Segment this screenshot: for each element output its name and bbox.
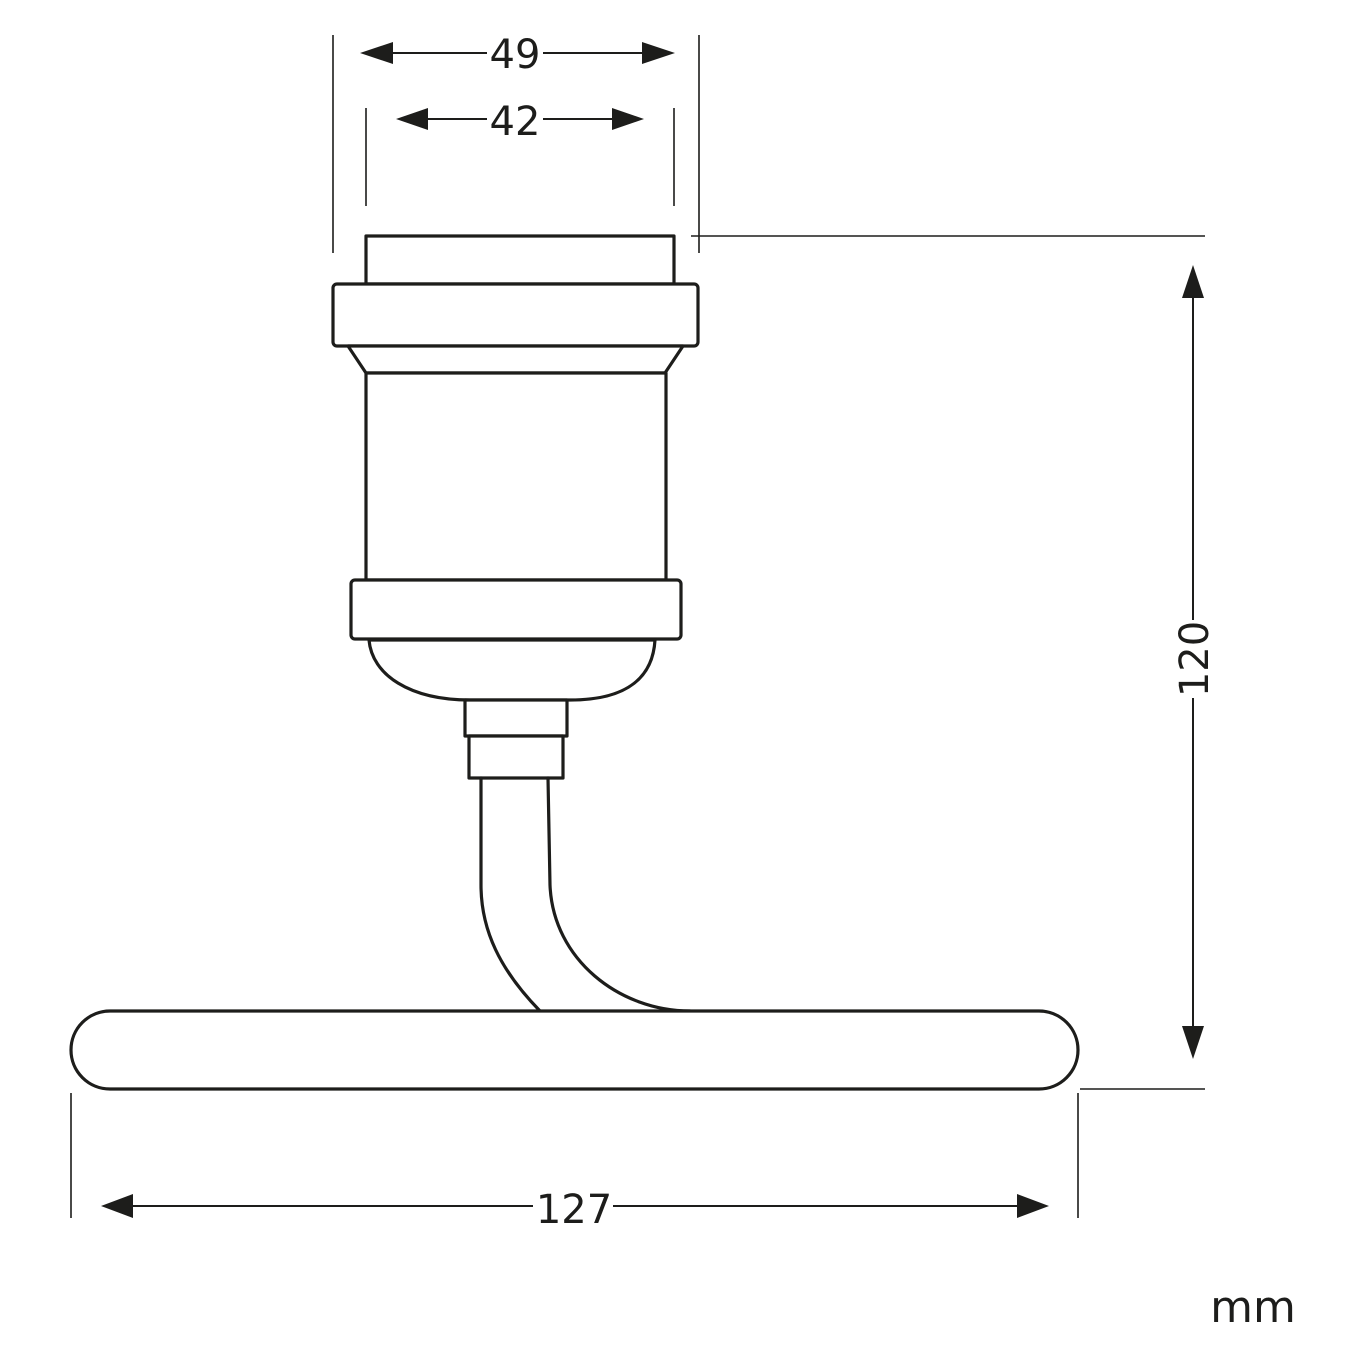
rounded-cap — [367, 638, 657, 702]
socket-body — [364, 371, 668, 582]
dimension-outer-width: 49 — [360, 30, 675, 78]
dimension-label-42: 42 — [490, 99, 541, 145]
units-label: mm — [1210, 1282, 1296, 1333]
nipple-upper — [463, 698, 569, 738]
tapered-shoulder — [346, 344, 685, 375]
upper-collar-ring — [331, 282, 700, 348]
dimension-base-length: 127 — [101, 1184, 1049, 1233]
curved-stem — [479, 776, 542, 1013]
lamp-holder-outline — [69, 234, 1080, 1091]
base-bar — [69, 1009, 1080, 1091]
socket-top-rim — [364, 234, 676, 286]
dimension-label-127: 127 — [536, 1187, 612, 1233]
curved-stem — [546, 776, 692, 1013]
dimension-label-49: 49 — [490, 32, 541, 78]
extension-lines — [70, 35, 1205, 1218]
dimension-label-120: 120 — [1172, 621, 1218, 697]
lower-collar-ring — [349, 578, 683, 641]
dimension-inner-width: 42 — [396, 96, 644, 145]
nipple-lower — [467, 734, 565, 780]
dimension-total-height: 120 — [1170, 265, 1218, 1059]
